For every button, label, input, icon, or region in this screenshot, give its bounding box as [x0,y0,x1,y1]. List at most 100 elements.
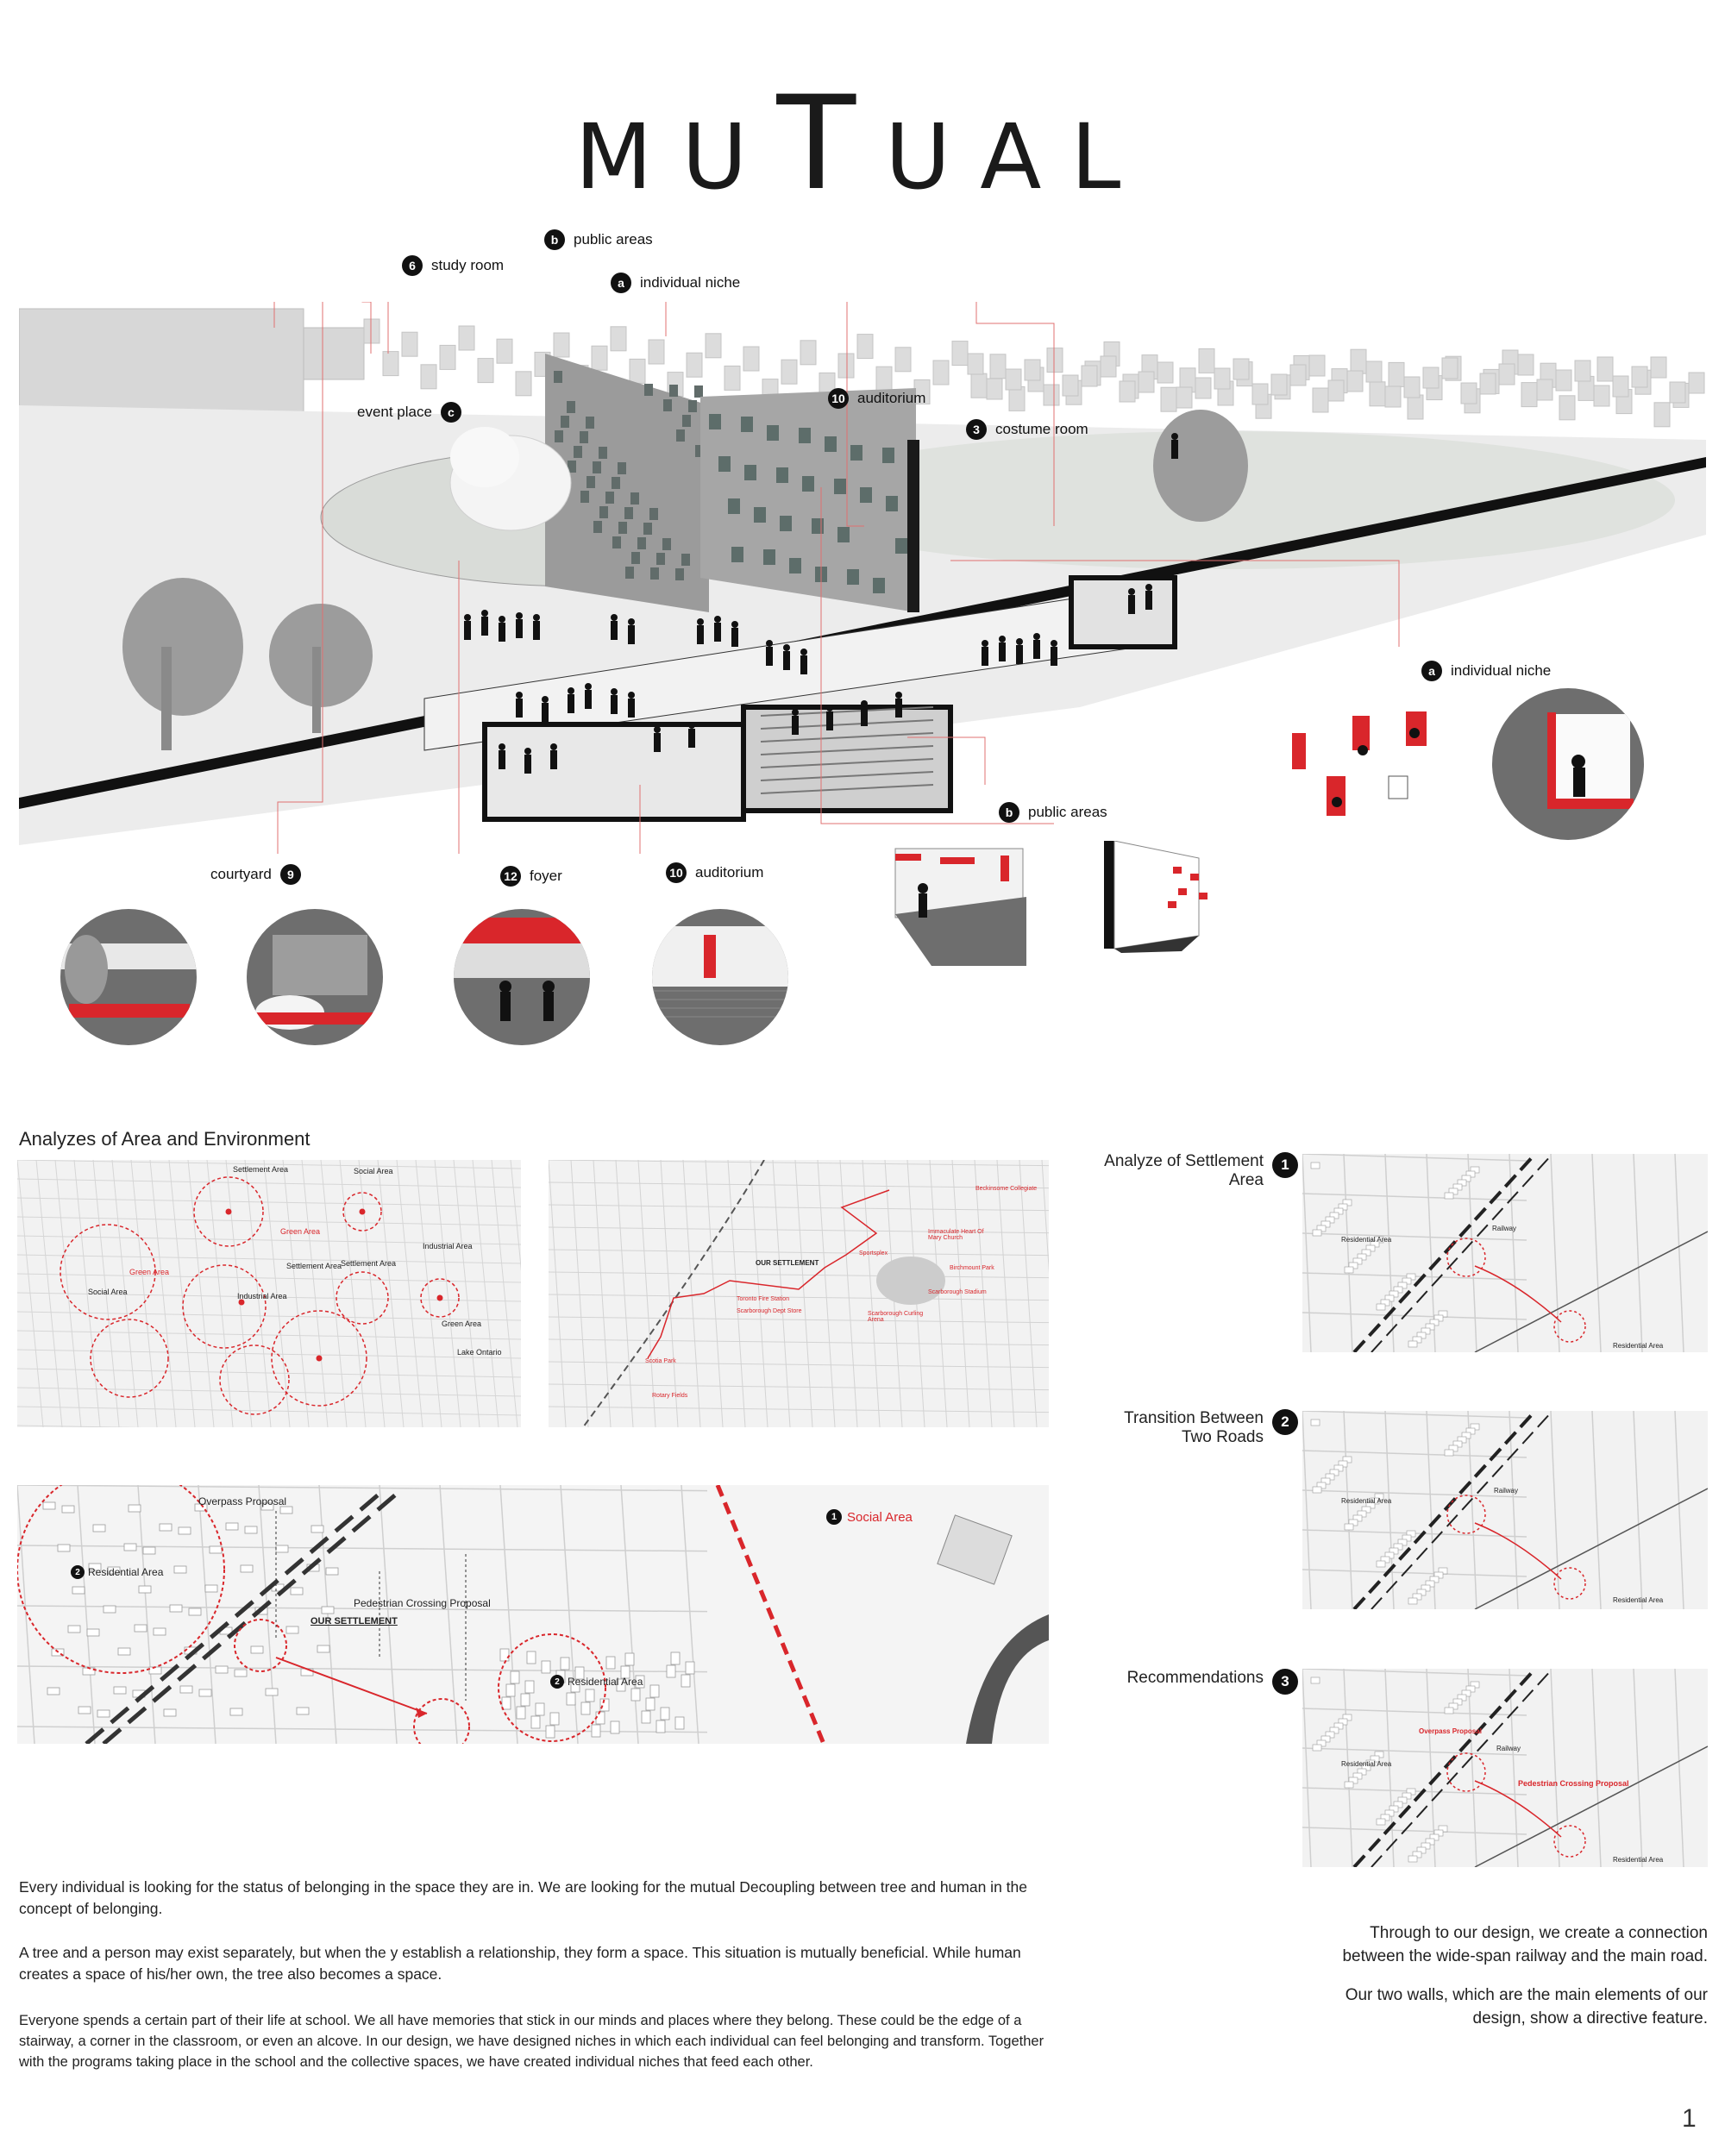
paragraph-1: Every individual is looking for the stat… [19,1878,1027,1917]
event-circle [247,909,383,1045]
map1-label: Settlement Area [233,1165,289,1174]
label-text: auditorium [857,390,926,406]
residential-label: Residential Area [1613,1596,1664,1604]
badge: 3 [1272,1669,1298,1695]
label-foyer: 12 foyer [500,866,562,887]
badge: 10 [666,862,687,883]
label-text: Residential Area [568,1676,643,1688]
pedestrian-label: Pedestrian Crossing Proposal [1518,1779,1629,1788]
label-auditorium-top: 10 auditorium [828,388,925,409]
public-area-view-2 [1095,840,1233,953]
label-text: individual niche [640,274,741,291]
map1-label: Social Area [88,1288,128,1296]
map2-label: Birchmount Park [950,1265,994,1271]
badge: 2 [1272,1409,1298,1435]
label-text: Social Area [847,1509,913,1525]
map2-label: OUR SETTLEMENT [756,1259,819,1267]
label-study-room: 6 study room [402,255,504,276]
badge: 6 [402,255,423,276]
page-number: 1 [1682,2104,1697,2133]
landmarks-map: OUR SETTLEMENT Beckinsome Collegiate Imm… [549,1160,1049,1427]
social-area-label: 1 Social Area [826,1509,913,1525]
transition-map: Railway Residential Area Residential Are… [1302,1411,1708,1609]
map2-label: Scarborough Stadium [928,1289,987,1295]
label-auditorium-bottom: 10 auditorium [666,862,763,883]
badge: b [544,229,565,250]
niche-diagram [1285,707,1440,837]
map1-label: Industrial Area [237,1292,287,1300]
niche-detail-circle [1492,688,1644,840]
courtyard-circle [60,909,197,1045]
side-item-text: Transition Between Two Roads [1124,1409,1264,1446]
residential-label: Residential Area [1613,1342,1664,1350]
label-text: courtyard [210,866,272,882]
residential-center-label: 2 Residential Area [550,1675,643,1689]
label-text: costume room [995,421,1088,437]
label-event-place: c event place [357,402,461,423]
side-item-text: Analyze of Settlement Area [1104,1152,1264,1189]
map1-label: Settlement Area [286,1262,342,1270]
railway-label: Railway [1496,1745,1521,1752]
label-public-areas-top: b public areas [544,229,653,250]
label-text: public areas [1028,804,1107,820]
residential-label: Residential Area [1341,1760,1392,1768]
map2-label: Toronto Fire Station [737,1296,790,1302]
map2-label: Beckinsome Collegiate [975,1186,1038,1192]
map1-label: Industrial Area [423,1242,473,1250]
residential-label: Residential Area [1613,1856,1664,1864]
map2-label: Scarborough Dept Store [737,1308,802,1314]
overpass-label: Overpass Proposal [198,1495,287,1507]
label-individual-niche-top: a individual niche [611,273,740,293]
railway-label: Railway [1494,1487,1519,1495]
our-settlement-label: OUR SETTLEMENT [310,1616,398,1626]
badge: 2 [550,1675,564,1689]
label-public-areas-mid: b public areas [999,802,1107,823]
label-text: study room [431,257,505,273]
badge: 3 [966,419,987,440]
overpass-label: Overpass Proposal [1419,1727,1482,1735]
badge: 12 [500,866,521,887]
label-costume-room: 3 costume room [966,419,1088,440]
settlement-map: Railway Residential Area Residential Are… [1302,1154,1708,1352]
railway-label: Railway [1492,1225,1517,1232]
map1-label: Green Area [442,1319,482,1328]
residential-label: Residential Area [1341,1497,1392,1505]
zoning-map: Settlement Area Social Area Green Area S… [17,1160,521,1427]
label-text: individual niche [1451,662,1552,679]
badge: 1 [826,1509,842,1525]
map1-label: Social Area [354,1167,393,1175]
map2-label: Immaculate Heart Of Mary Church [928,1229,984,1241]
map1-label: Green Area [129,1268,170,1276]
paragraph-2: A tree and a person may exist separately… [19,1944,1021,1983]
label-text: foyer [530,868,562,884]
label-text: auditorium [695,864,764,881]
label-individual-niche-right: a individual niche [1421,661,1551,681]
page-title: MUTUAL [574,69,1151,219]
right-paragraph-1: Through to our design, we create a conne… [1342,1924,1708,1965]
badge: a [611,273,631,293]
badge: 9 [279,864,301,885]
map2-label: Rotary Fields [652,1393,688,1399]
map2-label: Sportsplex [859,1250,888,1257]
map1-label: Green Area [280,1227,321,1236]
recommendations-map: Railway Residential Area Residential Are… [1302,1669,1708,1867]
label-text: event place [357,404,432,420]
side-item-2: Transition Between Two Roads 2 [1074,1409,1298,1447]
right-paragraph-2: Our two walls, which are the main elemen… [1345,1986,1708,2028]
map1-label: Settlement Area [341,1259,397,1268]
label-courtyard: 9 courtyard [210,864,301,885]
side-item-3: Recommendations 3 [1074,1669,1298,1695]
badge: 2 [71,1565,85,1579]
badge: 1 [1272,1152,1298,1178]
label-text: Residential Area [88,1566,164,1578]
residential-left-label: 2 Residential Area [71,1565,163,1579]
residential-label: Residential Area [1341,1236,1392,1244]
map2-label: Scarborough Curling Arena [868,1311,924,1323]
badge: b [999,802,1019,823]
badge: a [1421,661,1442,681]
auditorium-circle [652,909,788,1045]
map1-label: Lake Ontario [457,1348,502,1357]
paragraph-3: Everyone spends a certain part of their … [19,2013,1044,2070]
side-item-1: Analyze of Settlement Area 1 [1074,1152,1298,1190]
public-area-view-1 [888,845,1026,966]
